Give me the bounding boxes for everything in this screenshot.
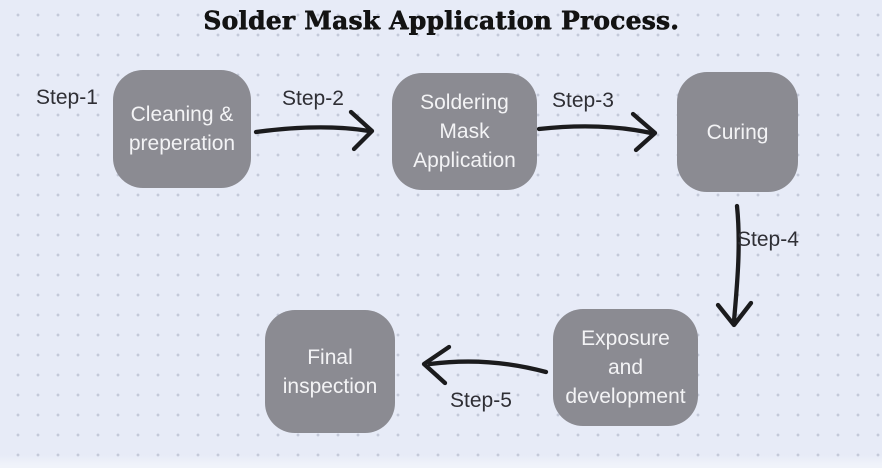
step-label-1: Step-1: [36, 86, 98, 109]
step-label-4: Step-4: [737, 228, 799, 251]
node-soldering-mask-application: Soldering Mask Application: [392, 73, 537, 190]
arrow-step-3-icon: [536, 111, 658, 153]
canvas-bottom-edge: [0, 455, 882, 468]
node-final-inspection: Final inspection: [265, 310, 395, 433]
node-curing: Curing: [677, 72, 798, 192]
node-exposure-development: Exposure and development: [553, 309, 698, 426]
node-cleaning-preparation: Cleaning & preperation: [113, 70, 251, 188]
step-label-3: Step-3: [552, 89, 614, 112]
diagram-title: Solder Mask Application Process.: [203, 6, 679, 35]
arrow-step-5-icon: [421, 344, 549, 386]
arrow-step-4-icon: [715, 203, 754, 328]
step-label-2: Step-2: [282, 87, 344, 110]
step-label-5: Step-5: [450, 389, 512, 412]
arrow-step-2-icon: [253, 109, 375, 152]
